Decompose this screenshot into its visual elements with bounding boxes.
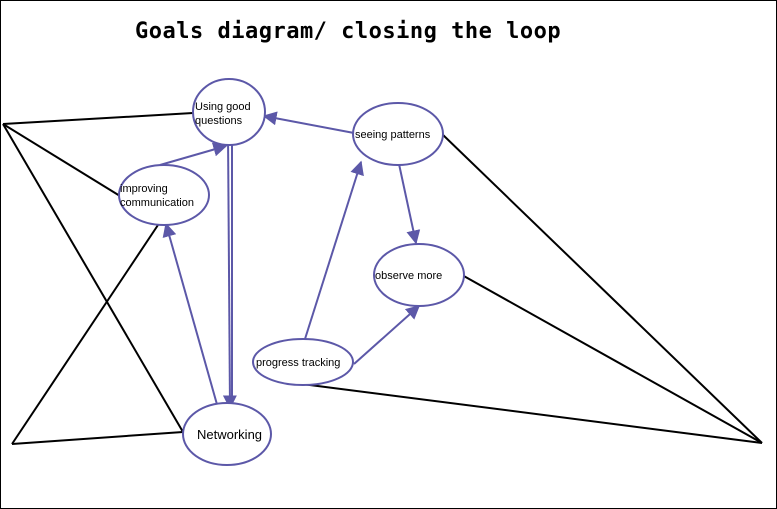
diagram-title: Goals diagram/ closing the loop (135, 19, 561, 44)
node-label-line1: Using good (195, 101, 251, 113)
line-patterns-to-right-vertex (440, 132, 763, 444)
arrow-patterns-to-observe (398, 163, 421, 245)
node-ellipse (373, 243, 465, 307)
node-label: observe more (375, 270, 442, 282)
node-seeing-patterns: seeing patterns (352, 102, 444, 166)
node-observe-more: observe more (373, 243, 465, 307)
node-label: seeing patterns (355, 129, 431, 141)
arrow-communication-to-questions (159, 142, 228, 166)
arrow-questions-to-networking (222, 133, 237, 410)
arrow-tracking-to-patterns (304, 160, 364, 340)
arrow-networking-to-communication (162, 222, 219, 409)
arrow-patterns-to-questions (262, 111, 355, 134)
line-tracking-to-right-vertex (301, 383, 763, 444)
line-left-to-communication (2, 123, 121, 197)
node-ellipse (352, 102, 444, 166)
node-networking: Networking (182, 402, 272, 466)
right-triangle-lines (301, 132, 763, 444)
left-triangle-lines (2, 112, 194, 445)
node-ellipse (118, 164, 210, 226)
node-progress-tracking: progress tracking (252, 338, 354, 386)
node-improving-communication: improving communication (118, 164, 210, 226)
node-good-questions: Using good questions (192, 78, 266, 146)
line-bottom-left-to-communication (11, 224, 159, 445)
arrow-edges (159, 111, 421, 410)
node-ellipse (192, 78, 266, 146)
line-observe-to-right-vertex (461, 274, 763, 444)
line-left-to-networking (2, 123, 184, 433)
node-label: Networking (197, 427, 262, 442)
node-label: progress tracking (256, 357, 340, 369)
node-label-line2: questions (195, 115, 243, 127)
node-ellipse (252, 338, 354, 386)
line-left-to-good-questions (2, 112, 194, 125)
arrow-tracking-to-observe (353, 305, 421, 365)
node-label-line1: improving (120, 183, 168, 195)
node-label-line2: communication (120, 197, 194, 209)
node-ellipse (182, 402, 272, 466)
line-bottom-left-to-networking (11, 431, 184, 445)
